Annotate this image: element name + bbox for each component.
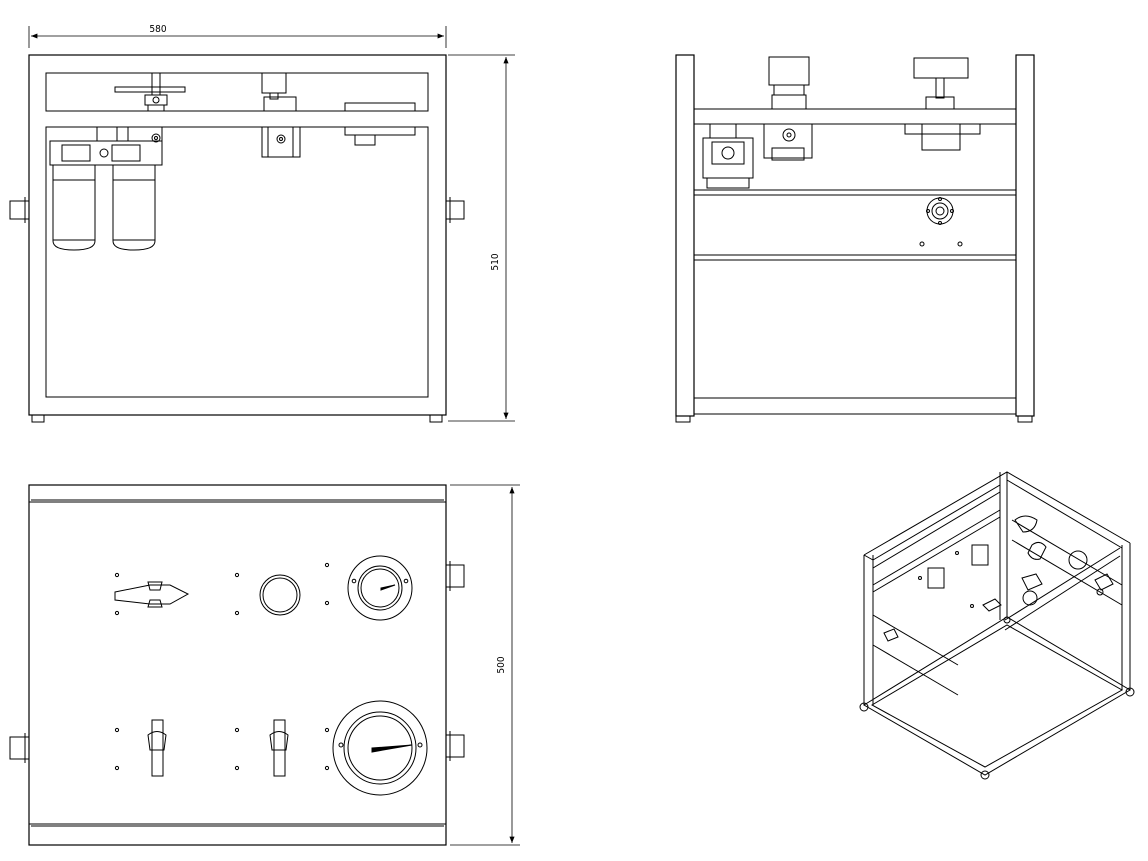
front-top-valve bbox=[261, 72, 301, 158]
front-handwheel-valve bbox=[114, 72, 186, 112]
side-foot-left bbox=[675, 415, 691, 423]
dimension-height: 510 bbox=[448, 54, 515, 422]
front-outer-frame bbox=[28, 54, 447, 416]
iso-top-frame bbox=[863, 471, 1131, 556]
front-foot-right bbox=[429, 414, 443, 423]
top-gauge-large bbox=[324, 700, 428, 796]
top-lever-handle bbox=[114, 572, 190, 616]
dimension-depth-label: 500 bbox=[496, 656, 507, 673]
side-bottom-rail bbox=[693, 397, 1017, 415]
side-view bbox=[675, 54, 1035, 423]
front-fitting-left bbox=[9, 200, 30, 220]
top-view: 500 bbox=[9, 484, 520, 846]
dimension-depth: 500 bbox=[450, 484, 520, 846]
front-filter-assembly bbox=[49, 126, 163, 251]
dimension-width: 580 bbox=[28, 24, 447, 48]
front-filter-bowl-2 bbox=[112, 164, 156, 251]
front-foot-left bbox=[31, 414, 45, 423]
side-foot-right bbox=[1017, 415, 1033, 423]
side-panel-box bbox=[693, 189, 1017, 261]
iso-components bbox=[883, 515, 1114, 642]
iso-foot-2 bbox=[980, 770, 990, 780]
side-regulator bbox=[763, 56, 813, 161]
side-post-left bbox=[675, 54, 695, 417]
isometric-view bbox=[859, 471, 1135, 780]
front-fitting-right bbox=[445, 200, 465, 220]
dimension-height-label: 510 bbox=[490, 253, 501, 270]
iso-foot-4 bbox=[1003, 616, 1011, 624]
top-valve-lower-middle bbox=[234, 719, 289, 777]
top-outer-frame bbox=[28, 484, 447, 846]
dimension-width-label: 580 bbox=[149, 24, 166, 35]
side-post-right bbox=[1015, 54, 1035, 417]
top-valve-lower-left bbox=[114, 719, 167, 777]
side-port bbox=[919, 197, 963, 247]
iso-foot-3 bbox=[1125, 687, 1135, 697]
side-top-plate bbox=[693, 108, 1017, 125]
iso-foot-1 bbox=[859, 702, 869, 712]
front-gauge-plate bbox=[344, 102, 416, 146]
front-view: 580 510 bbox=[9, 24, 515, 423]
top-gauge-small bbox=[324, 555, 413, 621]
top-round-knob bbox=[234, 572, 301, 616]
iso-base-frame bbox=[863, 616, 1131, 776]
side-handwheel bbox=[904, 57, 981, 151]
front-filter-bowl-1 bbox=[52, 164, 96, 251]
side-filter bbox=[702, 123, 754, 189]
